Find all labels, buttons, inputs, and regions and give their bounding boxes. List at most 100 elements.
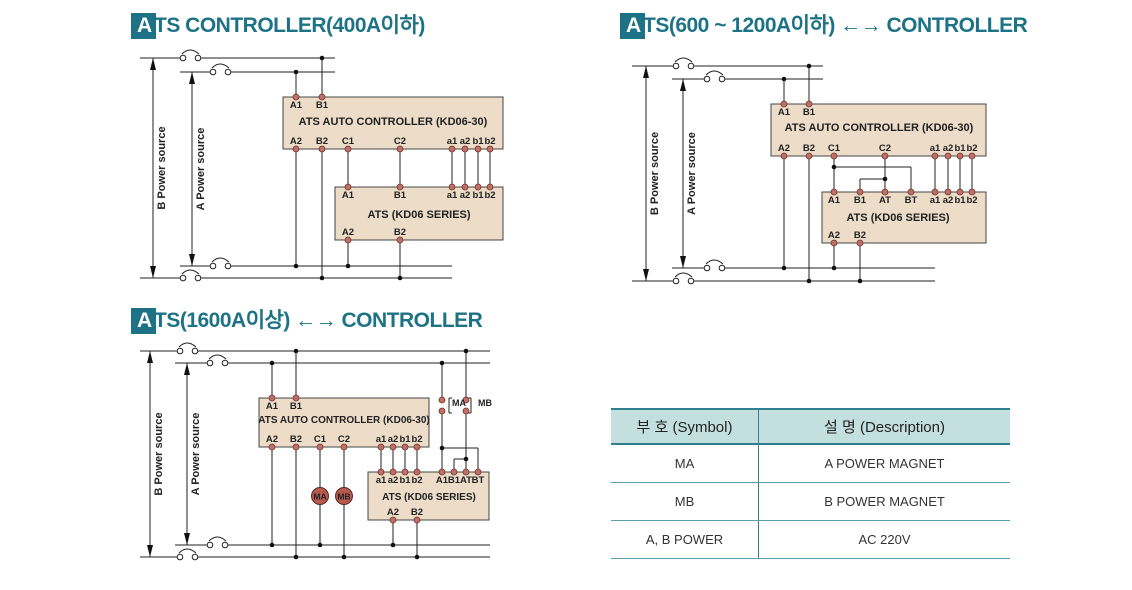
arrow-head-icon	[184, 533, 190, 545]
ats-auto-controller-box	[258, 397, 430, 448]
terminal-a1	[448, 183, 456, 191]
terminal-A2	[780, 152, 788, 160]
switch-contact	[206, 541, 214, 549]
terminal-BT	[907, 188, 915, 196]
arrow-head-icon	[147, 351, 153, 363]
terminal-label: B1	[803, 107, 816, 118]
terminal-label: B2	[854, 230, 866, 241]
junction-dot	[439, 360, 445, 366]
terminal-label: a2	[460, 190, 471, 201]
terminal-B2	[856, 239, 864, 247]
terminal-A2	[292, 145, 300, 153]
terminal-C1	[344, 145, 352, 153]
junction-dot	[806, 63, 812, 69]
terminal-label: a1	[447, 190, 458, 201]
junction-dot	[319, 275, 325, 281]
terminal-A1	[268, 394, 276, 402]
contact-label-mb: MB	[478, 398, 492, 408]
terminal-B1	[292, 394, 300, 402]
junction-dot	[414, 554, 420, 560]
terminal-label: C1	[314, 434, 327, 445]
terminal-label: AT	[879, 195, 891, 206]
arrow-head-icon	[643, 269, 649, 281]
terminal-label: a2	[943, 195, 954, 206]
controller-title: ATS AUTO CONTROLLER (KD06-30)	[299, 116, 488, 128]
terminal-B1	[856, 188, 864, 196]
junction-dot	[293, 554, 299, 560]
terminal-label: C2	[338, 434, 350, 445]
switch-arm	[178, 548, 197, 554]
terminal-label: A2	[290, 136, 302, 147]
terminal-label: a1	[376, 434, 387, 445]
controller-title: ATS AUTO CONTROLLER (KD06-30)	[258, 415, 430, 426]
arrow-head-icon	[680, 79, 686, 91]
terminal-b1	[401, 468, 409, 476]
terminal-b2	[413, 443, 421, 451]
power-source-label: A Power source	[686, 132, 698, 215]
terminal-B1	[318, 93, 326, 101]
terminal-a1	[931, 152, 939, 160]
terminal-b1	[956, 188, 964, 196]
title-lead: A	[131, 13, 156, 39]
cell-symbol: MB	[611, 482, 759, 521]
switch-contact	[176, 553, 184, 561]
terminal-	[438, 396, 446, 404]
switch-arm	[674, 272, 693, 278]
terminal-B2	[413, 516, 421, 524]
terminal-A2	[344, 236, 352, 244]
magnet-coil-ma	[311, 487, 329, 505]
switch-contact	[209, 68, 217, 76]
switch-gap	[710, 266, 720, 270]
magnet-coil-mb	[335, 487, 353, 505]
terminal-B2	[318, 145, 326, 153]
switch-gap	[183, 555, 193, 559]
terminal-label: A1	[778, 107, 791, 118]
arrow-head-icon	[150, 58, 156, 70]
terminal-A1	[830, 188, 838, 196]
junction-dot	[319, 55, 325, 61]
junction-dot	[439, 445, 445, 451]
ats-title: ATS (KD06 SERIES)	[846, 212, 949, 224]
power-source-label: A Power source	[190, 413, 202, 496]
switch-arm	[705, 259, 724, 265]
terminal-label: C2	[879, 143, 891, 154]
junction-dot	[882, 176, 888, 182]
junction-dot	[397, 275, 403, 281]
terminal-a1	[377, 443, 385, 451]
terminal-B1	[450, 468, 458, 476]
terminal-label: a1	[447, 136, 458, 147]
terminal-b2	[486, 145, 494, 153]
terminal-label: C2	[394, 136, 406, 147]
switch-arm	[674, 57, 693, 63]
terminal-label: A2	[387, 507, 399, 518]
switch-contact	[718, 75, 726, 83]
junction-dot	[463, 348, 469, 354]
switch-contact	[179, 54, 187, 62]
junction-dot	[831, 265, 837, 271]
terminal-label: B2	[316, 136, 328, 147]
junction-dot	[293, 263, 299, 269]
terminal-b2	[968, 152, 976, 160]
terminal-label: a1	[930, 195, 941, 206]
switch-contact	[687, 62, 695, 70]
terminal-label: A2	[828, 230, 840, 241]
switch-contact	[191, 347, 199, 355]
switch-contact	[672, 277, 680, 285]
terminal-label: B1	[290, 401, 303, 412]
terminal-label: b2	[411, 475, 422, 486]
terminal-A1	[292, 93, 300, 101]
terminal-b1	[401, 443, 409, 451]
switch-contact	[224, 262, 232, 270]
terminal-C2	[396, 145, 404, 153]
switch-contact	[209, 262, 217, 270]
junction-dot	[781, 76, 787, 82]
terminal-a1	[448, 145, 456, 153]
terminal-BT	[474, 468, 482, 476]
switch-contact	[703, 75, 711, 83]
terminal-C2	[340, 443, 348, 451]
